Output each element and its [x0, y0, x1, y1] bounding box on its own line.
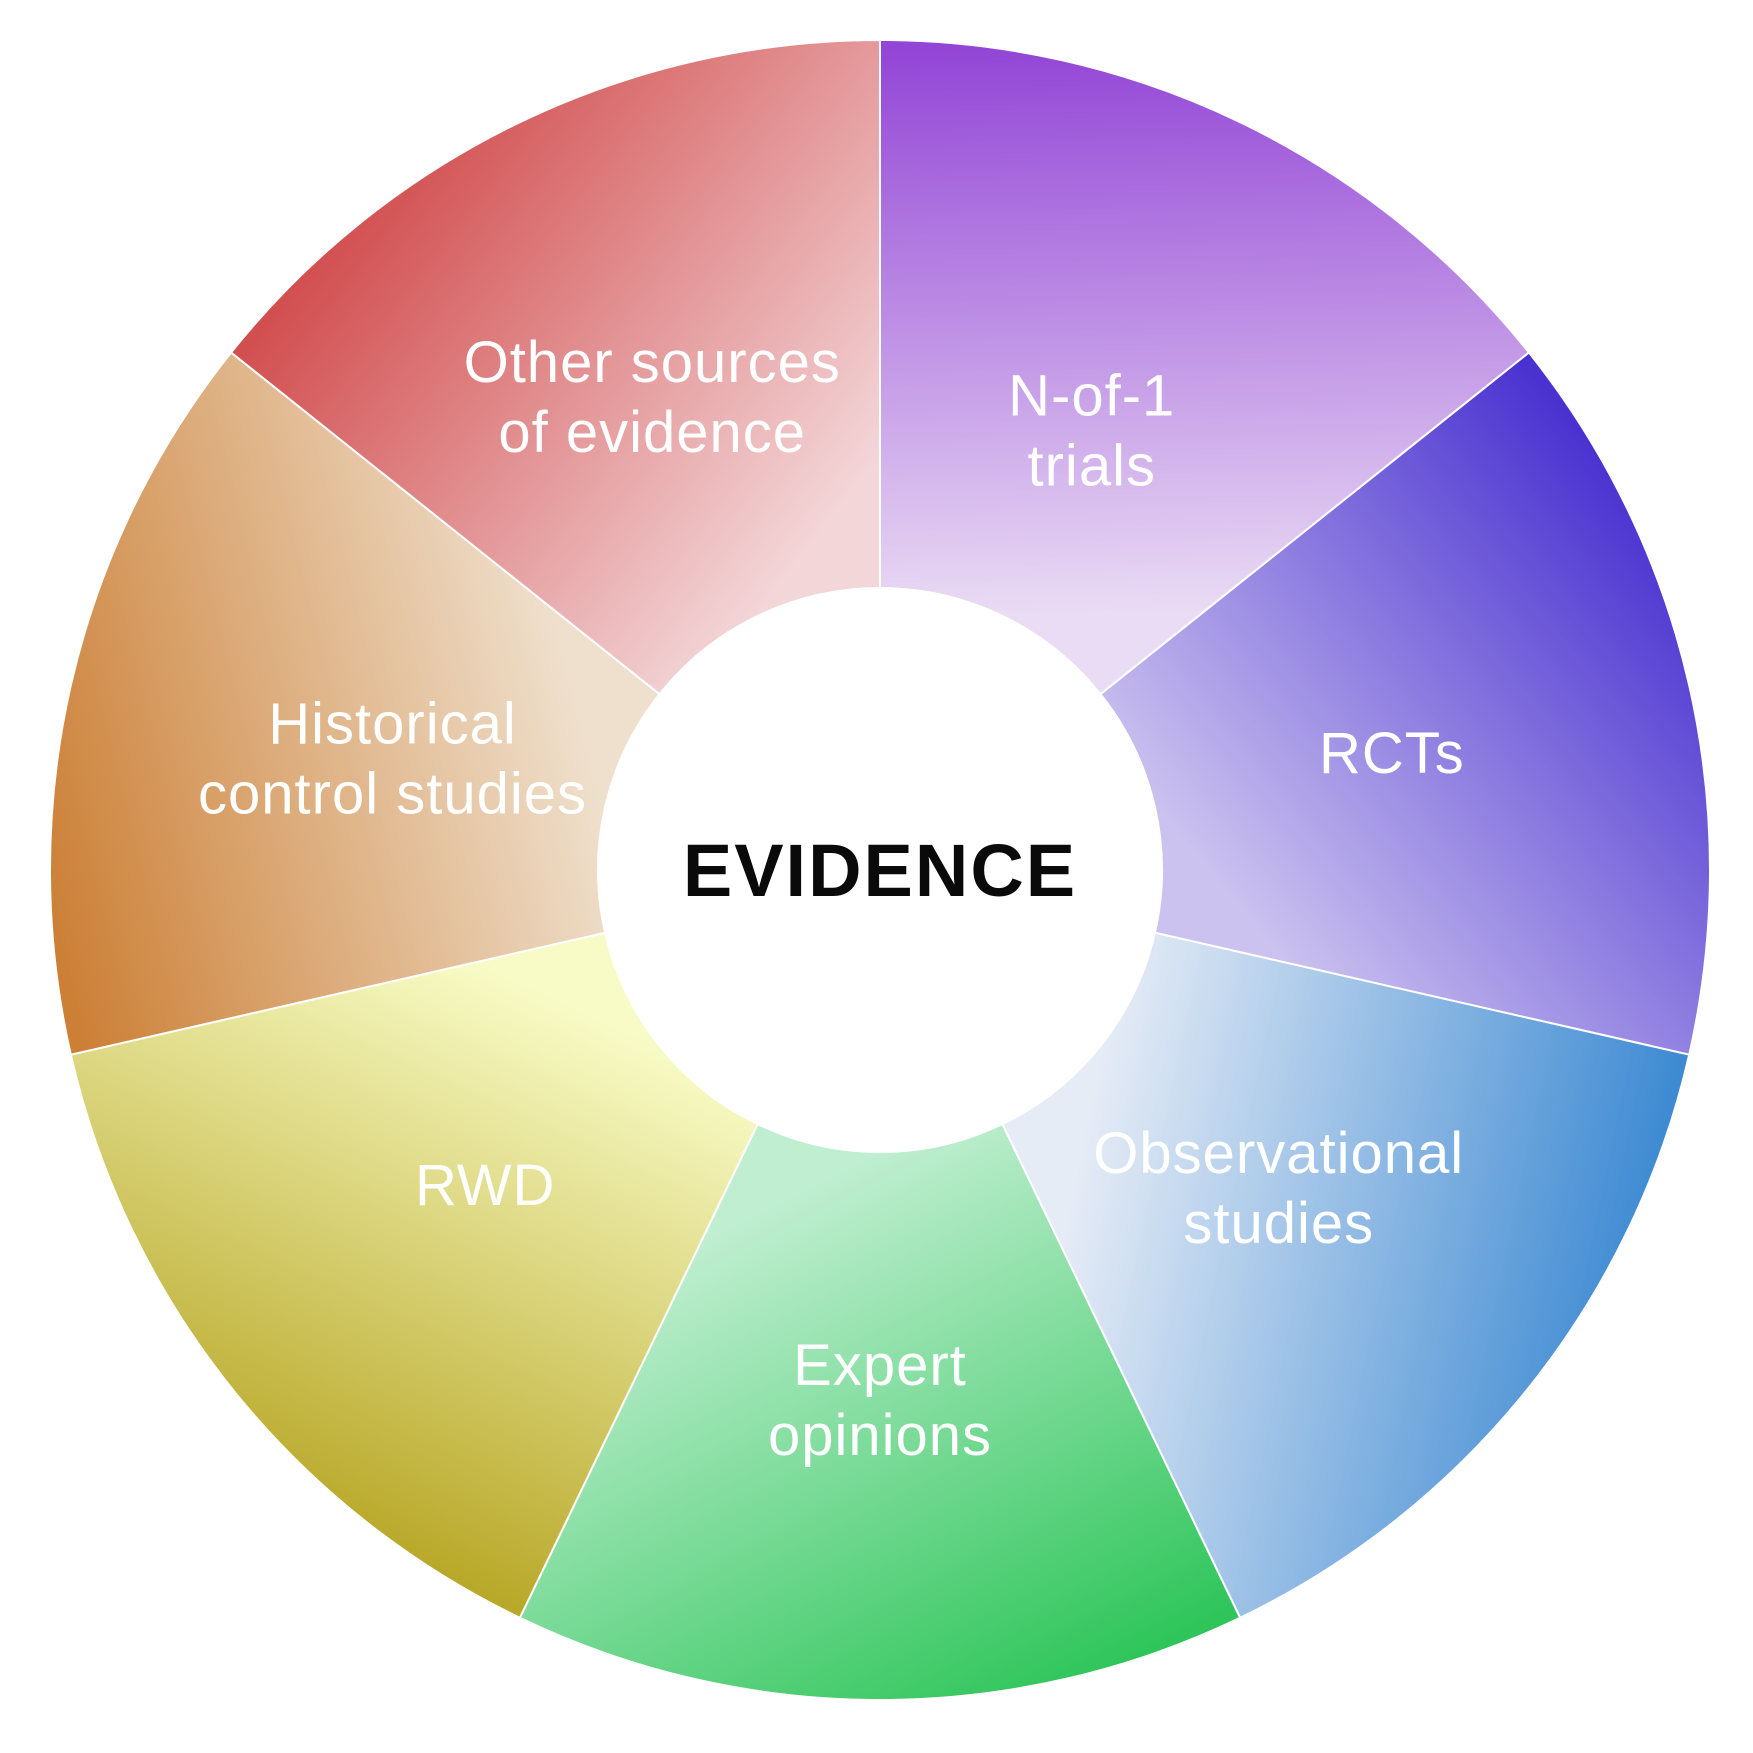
- center-label: EVIDENCE: [683, 829, 1077, 912]
- segment-label-line: RWD: [415, 1153, 555, 1218]
- segments-layer: [49, 38, 1711, 1701]
- segment-label-line: opinions: [768, 1403, 992, 1468]
- segment-label-line: Expert: [793, 1333, 967, 1398]
- segment-label-line: Historical: [268, 692, 517, 757]
- center-circle: [598, 588, 1162, 1152]
- segment-label-line: Observational: [1093, 1121, 1464, 1186]
- segment-label-rwd: RWD: [415, 1153, 555, 1218]
- segment-label-line: Other sources: [464, 330, 841, 395]
- segment-label-line: trials: [1028, 433, 1156, 498]
- segment-label-line: control studies: [198, 762, 587, 827]
- segment-label-line: N-of-1: [1008, 363, 1175, 428]
- segment-label-rcts: RCTs: [1319, 721, 1465, 786]
- segment-label-line: RCTs: [1319, 721, 1465, 786]
- segment-label-line: of evidence: [498, 400, 806, 465]
- segment-label-line: studies: [1183, 1191, 1374, 1256]
